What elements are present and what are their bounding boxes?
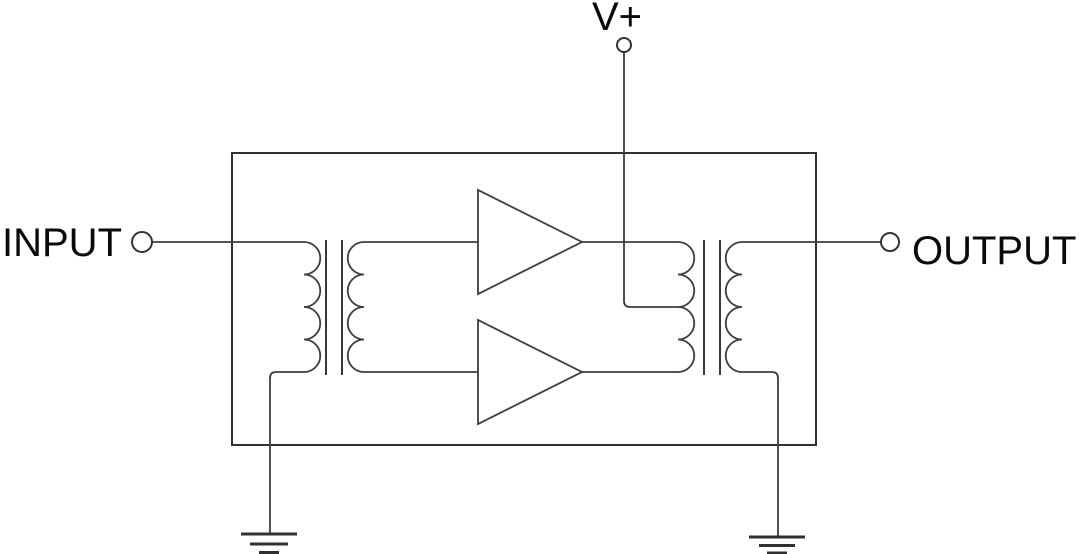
input-transformer (303, 240, 365, 375)
top-amplifier-triangle-icon (477, 188, 585, 296)
left-ground-wire (269, 371, 304, 534)
output-transformer-primary-winding (677, 241, 696, 373)
input-transformer-primary-winding (303, 241, 322, 373)
supply-wire (623, 52, 678, 308)
input-label: INPUT (2, 221, 122, 265)
input-transformer-secondary-winding (346, 241, 365, 373)
bottom-amplifier-triangle-icon (477, 318, 585, 426)
input-terminal-icon (131, 231, 153, 253)
ground-symbol-right (749, 535, 805, 554)
supply-label: V+ (592, 0, 642, 39)
right-ground-wire (742, 371, 779, 537)
output-transformer (677, 240, 743, 375)
amplifier-block-outline (231, 152, 817, 446)
ground-symbol-left (241, 532, 297, 554)
output-transformer-secondary-winding (724, 241, 743, 373)
output-terminal-icon (880, 232, 900, 252)
supply-terminal-icon (616, 37, 632, 53)
output-label: OUTPUT (912, 229, 1076, 273)
